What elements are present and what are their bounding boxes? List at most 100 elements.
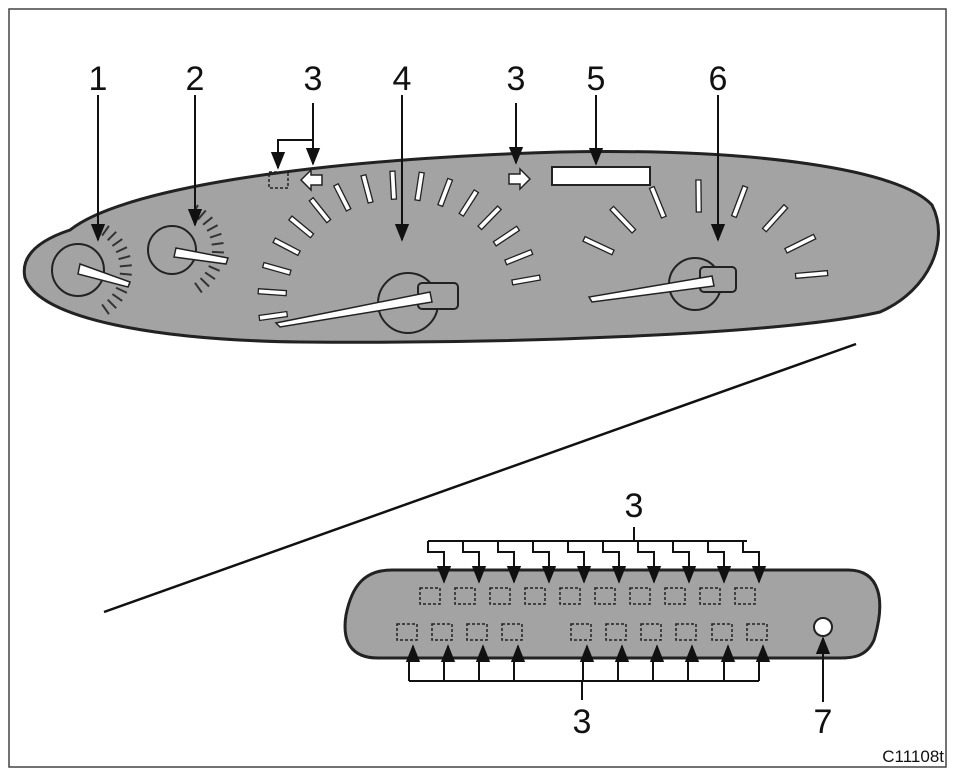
separator-line (103, 342, 857, 614)
gauge-tick (208, 265, 221, 272)
gauge-tick (115, 246, 128, 254)
leader-arrow (579, 644, 595, 681)
figure-frame (8, 8, 947, 768)
indicator-light-top (268, 171, 289, 189)
left-arrow-icon (299, 168, 323, 192)
indicator-light (699, 587, 721, 605)
indicator-light (746, 623, 768, 641)
leader-arrow (427, 541, 452, 584)
gauge-tick (211, 242, 224, 246)
speedometer (257, 170, 542, 334)
indicator-light (675, 623, 697, 641)
gauge-tick (194, 282, 203, 294)
dial-tick (761, 203, 789, 233)
dial-tick (437, 177, 454, 208)
dial-tick (258, 310, 289, 322)
gauge-tick (101, 303, 110, 315)
dial-tick (783, 233, 817, 254)
gauge-tick (209, 232, 222, 239)
leader-arrow (649, 644, 665, 681)
speedometer-needle (274, 291, 433, 328)
dial-tick (648, 185, 667, 219)
indicator-light (734, 587, 756, 605)
leader-arrow (602, 541, 627, 584)
leader-arrow (497, 541, 522, 584)
callout-1: 1 (89, 60, 108, 98)
leader-arrow (637, 541, 662, 584)
tachometer (582, 179, 829, 311)
dial-tick (458, 188, 480, 218)
display-window (551, 166, 651, 186)
reset-button (813, 617, 833, 637)
indicator-light (605, 623, 627, 641)
gauge-tick (199, 277, 210, 288)
indicator-light (629, 587, 651, 605)
speedometer-ticks (257, 170, 542, 322)
dial-tick (695, 179, 702, 213)
indicator-light (454, 587, 476, 605)
callout-6: 6 (709, 60, 728, 98)
dial-tick (477, 205, 503, 231)
dial-tick (257, 288, 288, 297)
leader-arrow (755, 644, 771, 681)
dial-tick (332, 182, 352, 212)
indicator-light (419, 587, 441, 605)
dial-tick (389, 170, 398, 200)
leader-arrow (720, 644, 736, 681)
indicator-light (396, 623, 418, 641)
leader-arrow (614, 644, 630, 681)
indicator-light (594, 587, 616, 605)
callout-4: 4 (393, 60, 412, 98)
figure-code: C11108t (882, 747, 944, 766)
callout-3-strip-top: 3 (625, 487, 644, 525)
indicator-light (501, 623, 523, 641)
leader-arrow (440, 644, 456, 681)
dial-tick (272, 237, 302, 257)
leader-arrow (707, 541, 732, 584)
indicator-strip-panel (343, 568, 882, 660)
tachometer-needle (587, 275, 715, 303)
dial-tick (492, 225, 521, 247)
dial-tick (511, 274, 542, 286)
top-leader-lines (90, 95, 726, 242)
indicator-light (664, 587, 686, 605)
dial-tick (360, 173, 374, 204)
leader-arrow (462, 541, 487, 584)
indicator-light (524, 587, 546, 605)
indicator-light (711, 623, 733, 641)
fuel-gauge-needle (77, 262, 131, 288)
indicator-light (559, 587, 581, 605)
leader-arrow (684, 644, 700, 681)
dial-tick (308, 196, 332, 224)
dial-tick (794, 269, 829, 280)
gauge-tick (211, 250, 224, 254)
gauge-tick (106, 231, 117, 242)
temp-gauge-hub (147, 225, 197, 275)
temp-gauge-needle (173, 247, 229, 265)
callout-3-top-left: 3 (304, 60, 323, 98)
leader-arrow (742, 541, 767, 584)
callout-2: 2 (186, 60, 205, 98)
gauge-tick (204, 271, 216, 280)
leader-arrow (532, 541, 557, 584)
dial-tick (261, 261, 292, 276)
dial-tick (609, 205, 637, 234)
indicator-light (431, 623, 453, 641)
callout-7: 7 (814, 703, 833, 741)
fuel-gauge-hub (51, 243, 105, 297)
gauge-tick (118, 255, 131, 261)
indicator-light (489, 587, 511, 605)
right-arrow-icon (508, 167, 532, 191)
fuel-gauge (51, 225, 132, 315)
dial-tick (504, 248, 534, 266)
dial-tick (287, 215, 315, 239)
tachometer-ticks (582, 179, 829, 280)
strip-leader-lines (405, 527, 771, 700)
leader-arrow (475, 644, 491, 681)
gauge-tick (206, 224, 219, 232)
temp-gauge (147, 204, 229, 294)
gauge-tick (119, 264, 132, 268)
callout-5: 5 (587, 60, 606, 98)
